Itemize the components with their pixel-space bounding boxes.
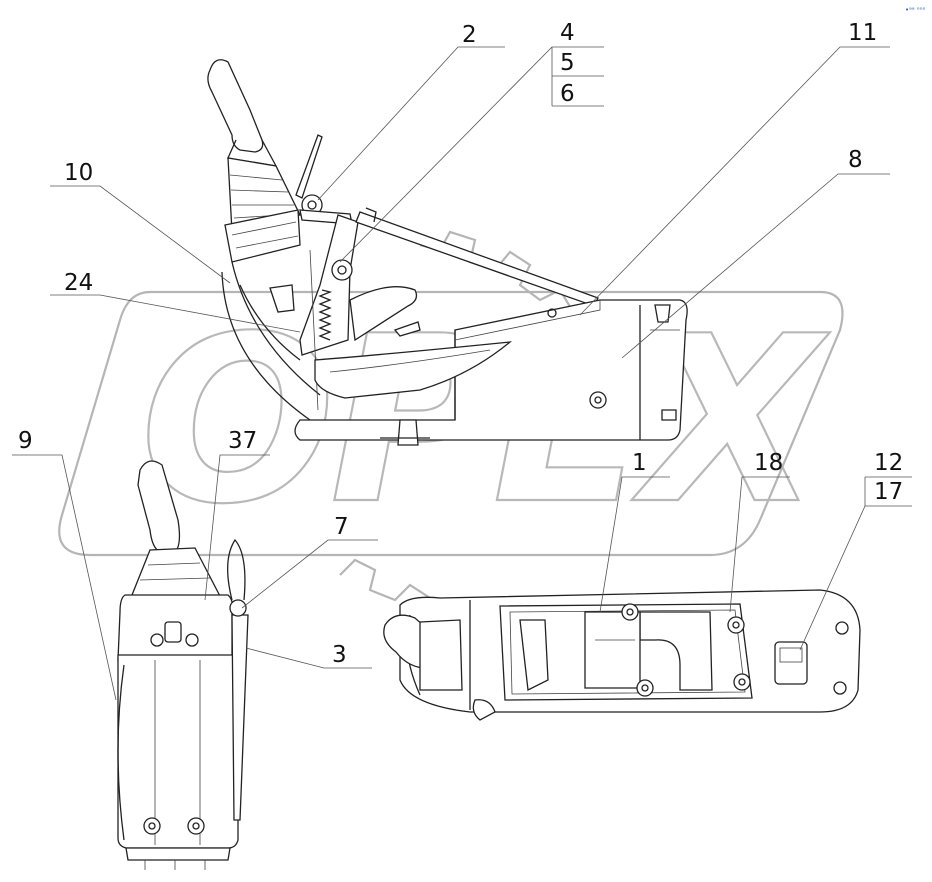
curved-shroud [221,261,321,421]
callout-17: 17 [874,479,903,505]
leader-18 [729,476,790,613]
base-screw [397,419,419,446]
leader-24 [50,294,301,333]
callout-2: 2 [462,22,477,48]
leader-37 [204,454,270,601]
side-view-assembly [207,59,688,446]
leader-2 [317,46,505,201]
callout-6: 6 [560,81,575,107]
leader-3 [245,647,372,669]
front-housing-body [117,654,240,849]
leader-9 [12,454,117,701]
leader-11 [579,46,890,316]
front-view-assembly [117,460,249,870]
front-joystick-handle [137,460,181,553]
leader-10 [50,185,231,284]
gate-plate [314,341,513,399]
callout-7: 7 [334,514,349,540]
u-bracket [639,611,713,691]
callout-1: 1 [632,450,647,476]
callout-labels: 2 4 5 6 11 8 10 24 9 37 7 3 1 18 12 17 [18,20,903,668]
leader-8 [621,173,890,359]
spring [318,289,333,341]
callout-24: 24 [64,270,93,296]
callout-4: 4 [560,20,575,46]
callout-37: 37 [228,428,257,454]
callout-18: 18 [754,450,783,476]
callout-9: 9 [18,428,33,454]
corner-mark: •ᵃᵃ ᵒᵒᵒ [905,6,926,14]
callout-3: 3 [332,642,347,668]
leader-1 [599,476,670,613]
spring-arm [299,214,359,356]
lever-arm [295,134,323,199]
leader-7 [241,539,378,609]
plan-view-assembly [383,589,861,721]
callout-8: 8 [848,147,863,173]
plan-connector [774,641,808,685]
front-side-lever [231,614,249,821]
callout-12: 12 [874,450,903,476]
watermark-frame [58,290,844,557]
callout-5: 5 [560,50,575,76]
callout-10: 10 [64,160,93,186]
leader-lines [12,46,912,701]
callout-11: 11 [848,20,877,46]
joystick-handle [207,59,264,153]
